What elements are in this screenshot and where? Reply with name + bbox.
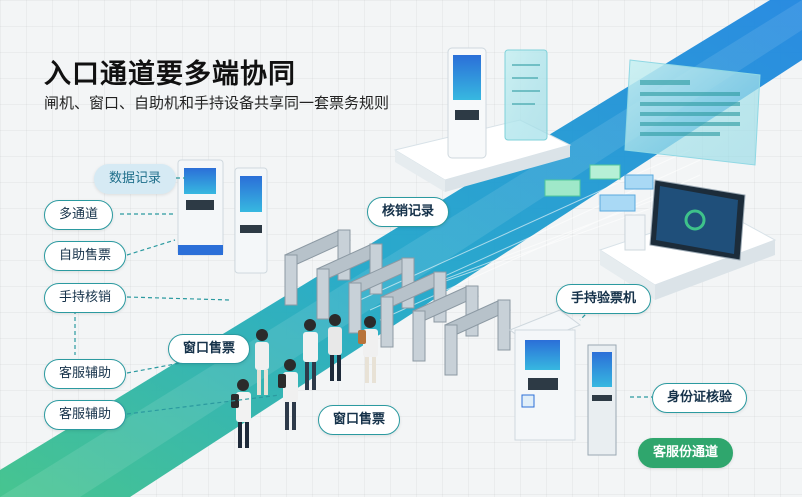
page-subtitle: 闸机、窗口、自助机和手持设备共享同一套票务规则 [44,94,390,112]
label-window-ticket-2: 窗口售票 [318,405,401,435]
label-handheld-verify: 手持核销 [44,283,127,313]
left-kiosks [177,159,268,274]
label-window-ticket-1: 窗口售票 [168,334,251,364]
bottom-right-kiosks [508,309,617,456]
label-data-record: 数据记录 [94,164,177,194]
label-service-lane: 客服份通道 [638,438,734,468]
label-id-verify: 身份证核验 [652,383,748,413]
label-verify-record: 核销记录 [367,197,450,227]
label-handheld-checker: 手持验票机 [556,284,652,314]
turnstile-gates [284,229,511,376]
top-kiosk-platform [393,47,572,192]
label-multi-lane: 多通道 [44,200,114,230]
label-service-assist-1: 客服辅助 [44,359,127,389]
floating-cards [544,164,654,212]
label-service-assist-2: 客服辅助 [44,400,127,430]
floating-dashboard [624,59,761,166]
page-title: 入口通道要多端协同 [44,59,296,90]
label-self-ticket: 自助售票 [44,241,127,271]
